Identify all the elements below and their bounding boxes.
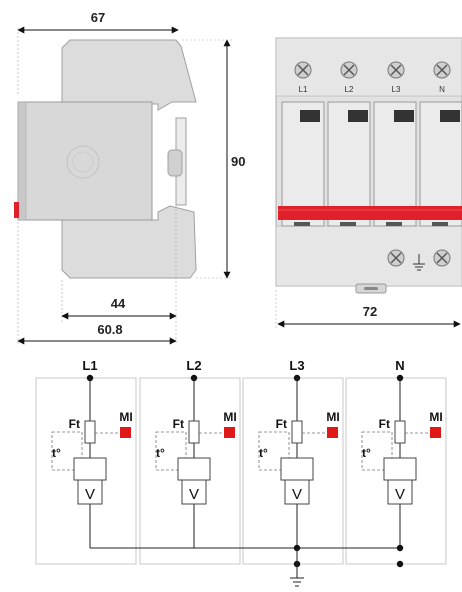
module-bottom-latch-3 (386, 222, 402, 226)
indicator-label: MI (119, 410, 132, 424)
ground-icon (413, 254, 425, 271)
varistor-label: V (395, 486, 405, 503)
terminal-n: N (433, 61, 451, 94)
terminal-l2: L2 (340, 61, 358, 94)
dimension-44: 44 (61, 205, 177, 345)
indicator-label: MI (326, 410, 339, 424)
thermal-label: t° (362, 446, 371, 460)
front-view-bottom-band (275, 225, 462, 287)
channel-n: N Ft t° MI V (345, 358, 447, 565)
thermal-label: t° (52, 446, 61, 460)
indicator-square (120, 427, 131, 438)
pe-terminals (387, 249, 451, 271)
fuse-symbol (291, 420, 303, 444)
indicator-label: MI (429, 410, 442, 424)
varistor-upper (177, 457, 211, 481)
thermal-link (155, 431, 187, 471)
dimension-67: 67 (17, 10, 179, 96)
varistor-label: V (292, 486, 302, 503)
side-view-logo-emboss (66, 145, 100, 179)
line-label: L1 (82, 358, 97, 373)
varistor-upper (73, 457, 107, 481)
varistor-body (77, 479, 103, 505)
bus-node (396, 544, 404, 552)
terminal-label-l2: L2 (345, 85, 354, 94)
dimension-67-label: 67 (91, 10, 105, 25)
fuse-label: Ft (173, 417, 184, 431)
thermal-label: t° (259, 446, 268, 460)
dimension-60-8: 60.8 (17, 222, 177, 345)
module-2 (327, 101, 371, 227)
fuse-symbol (394, 420, 406, 444)
side-view-cartridge (17, 101, 153, 221)
fuse-label: Ft (276, 417, 287, 431)
module-bottom-latch-1 (294, 222, 310, 226)
terminal-label-l3: L3 (392, 85, 401, 94)
dimension-44-label: 44 (111, 296, 126, 311)
varistor-body (181, 479, 207, 505)
varistor-body (284, 479, 310, 505)
thermal-link (51, 431, 83, 471)
module-bottom-latch-2 (340, 222, 356, 226)
side-view-grip-strip (17, 101, 27, 221)
terminal-l3: L3 (387, 61, 405, 94)
module-2-window (348, 110, 368, 122)
side-view-red-marker (14, 202, 19, 218)
line-label: L2 (186, 358, 201, 373)
dimension-90: 90 (182, 39, 245, 279)
side-view-lower-housing (61, 205, 197, 279)
front-view-modules (278, 101, 462, 227)
ground-icon (290, 577, 304, 587)
fuse-label: Ft (69, 417, 80, 431)
indicator-label: MI (223, 410, 236, 424)
varistor-label: V (189, 486, 199, 503)
side-view-upper-housing (61, 39, 197, 111)
dimension-90-label: 90 (231, 154, 245, 169)
dimension-72-label: 72 (363, 304, 377, 319)
terminal-label-l1: L1 (299, 85, 308, 94)
line-label: N (395, 358, 404, 373)
module-1-window (300, 110, 320, 122)
line-label: L3 (289, 358, 304, 373)
varistor-upper (280, 457, 314, 481)
indicator-square (224, 427, 235, 438)
thermal-link (361, 431, 393, 471)
front-view: L1 L2 L3 N (275, 37, 462, 294)
fuse-label: Ft (379, 417, 390, 431)
bus-node (396, 560, 404, 568)
module-1 (281, 101, 325, 227)
module-bottom-latch-4 (432, 222, 448, 226)
fuse-symbol (188, 420, 200, 444)
module-4-window (440, 110, 460, 122)
thermal-link (258, 431, 290, 471)
din-clip-tab (167, 149, 183, 177)
din-latch-slot (364, 287, 378, 290)
module-3 (373, 101, 417, 227)
varistor-upper (383, 457, 417, 481)
side-view (14, 39, 197, 279)
side-view-logo-inner (72, 151, 94, 173)
varistor-label: V (85, 486, 95, 503)
indicator-square (430, 427, 441, 438)
module-3-window (394, 110, 414, 122)
dimension-72: 72 (275, 290, 461, 330)
module-4 (419, 101, 462, 227)
thermal-label: t° (156, 446, 165, 460)
terminal-label-n: N (439, 85, 445, 94)
varistor-body (387, 479, 413, 505)
status-stripe (278, 206, 462, 220)
dimension-60-8-label: 60.8 (97, 322, 122, 337)
terminal-l1: L1 (294, 61, 312, 94)
indicator-square (327, 427, 338, 438)
fuse-symbol (84, 420, 96, 444)
